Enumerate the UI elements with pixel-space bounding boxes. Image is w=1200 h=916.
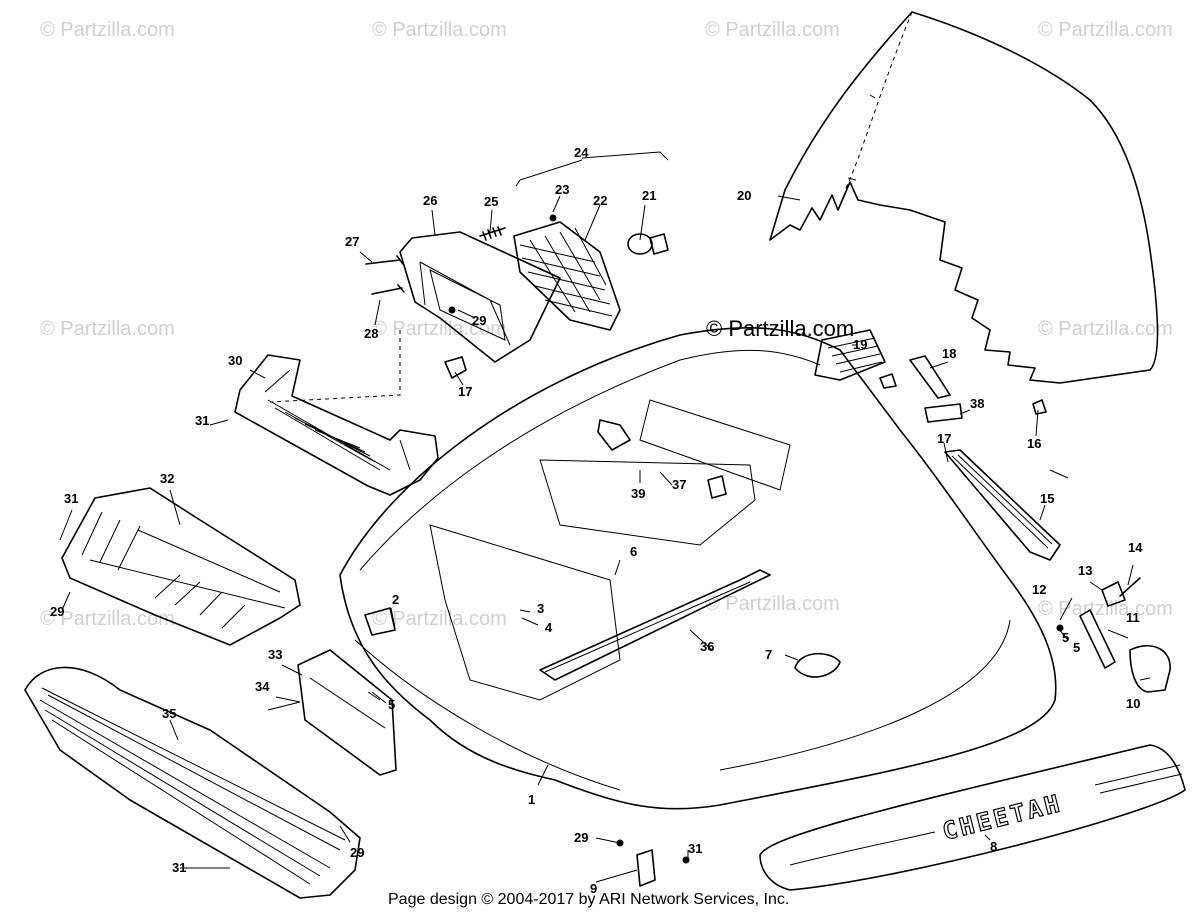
callout-27: 27 [345, 234, 359, 249]
headlight-bracket-part[interactable] [234, 354, 439, 496]
callout-13: 13 [1078, 563, 1092, 578]
callout-24: 24 [574, 145, 589, 160]
callout-9: 9 [590, 881, 597, 896]
right-side-hardware[interactable] [814, 329, 1171, 693]
callout-32: 32 [160, 471, 174, 486]
callout-26: 26 [423, 193, 437, 208]
callout-29: 29 [574, 830, 588, 845]
headlight-housing-part[interactable] [399, 231, 561, 363]
headlight-lens-part[interactable] [513, 221, 621, 331]
callout-5: 5 [1062, 630, 1069, 645]
callout-10: 10 [1126, 696, 1140, 711]
small-hardware[interactable] [269, 214, 557, 403]
bottom-hardware[interactable] [616, 839, 690, 887]
callout-38: 38 [970, 396, 984, 411]
callout-31: 31 [172, 860, 186, 875]
callout-37: 37 [672, 477, 686, 492]
watermark: © Partzilla.com [1038, 598, 1173, 620]
callout-6: 6 [630, 544, 637, 559]
callout-3: 3 [537, 601, 544, 616]
watermark: © Partzilla.com [372, 19, 507, 41]
callout-39: 39 [631, 486, 645, 501]
callout-16: 16 [1027, 436, 1041, 451]
callout-19: 19 [853, 337, 867, 352]
callout-7: 7 [765, 647, 772, 662]
callout-8: 8 [990, 839, 997, 854]
callout-31: 31 [688, 841, 702, 856]
windshield-part[interactable] [769, 11, 1159, 384]
callout-labels: 1 2 3 4 5 5 5 6 7 8 9 10 11 12 13 14 15 … [50, 145, 1143, 896]
callout-5: 5 [388, 697, 395, 712]
callout-14: 14 [1128, 540, 1143, 555]
bumper-part[interactable] [24, 666, 361, 899]
side-vent-part[interactable] [944, 449, 1061, 561]
watermarks: © Partzilla.com © Partzilla.com © Partzi… [40, 19, 1173, 630]
callout-17: 17 [937, 431, 951, 446]
callout-5: 5 [1073, 640, 1080, 655]
callout-4: 4 [545, 620, 553, 635]
grille-part[interactable] [61, 487, 301, 646]
hood-part[interactable] [339, 327, 1057, 810]
watermark: © Partzilla.com [705, 593, 840, 615]
callout-21: 21 [642, 188, 656, 203]
callout-2: 2 [392, 592, 399, 607]
watermark: © Partzilla.com [372, 318, 507, 340]
headlight-bulb-part[interactable] [627, 233, 669, 255]
callout-17: 17 [458, 384, 472, 399]
watermark: © Partzilla.com [40, 608, 175, 630]
callout-22: 22 [593, 193, 607, 208]
watermark: © Partzilla.com [40, 318, 175, 340]
callout-35: 35 [162, 706, 176, 721]
callout-25: 25 [484, 194, 498, 209]
callout-33: 33 [268, 647, 282, 662]
callout-15: 15 [1040, 491, 1054, 506]
callout-20: 20 [737, 188, 751, 203]
callout-23: 23 [555, 182, 569, 197]
callout-11: 11 [1126, 610, 1140, 625]
callout-31: 31 [64, 491, 78, 506]
callout-18: 18 [942, 346, 956, 361]
callout-30: 30 [228, 353, 242, 368]
watermark: © Partzilla.com [705, 19, 840, 41]
callout-34: 34 [255, 679, 270, 694]
callout-31: 31 [195, 413, 209, 428]
mounting-plate-part[interactable] [267, 649, 397, 776]
callout-12: 12 [1032, 582, 1046, 597]
watermark: © Partzilla.com [372, 608, 507, 630]
callout-29: 29 [350, 845, 364, 860]
leader-lines [59, 151, 1151, 883]
headlight-spring-part[interactable] [479, 226, 506, 241]
callout-29: 29 [50, 604, 64, 619]
watermark: © Partzilla.com [1038, 19, 1173, 41]
callout-36: 36 [700, 639, 714, 654]
watermark: © Partzilla.com [1038, 318, 1173, 340]
callout-29: 29 [472, 313, 486, 328]
footer-copyright: Page design © 2004-2017 by ARI Network S… [388, 891, 789, 908]
callout-1: 1 [528, 792, 535, 807]
watermark: © Partzilla.com [40, 19, 175, 41]
decal-part[interactable]: CHEETAH [759, 744, 1186, 891]
callout-28: 28 [364, 326, 378, 341]
